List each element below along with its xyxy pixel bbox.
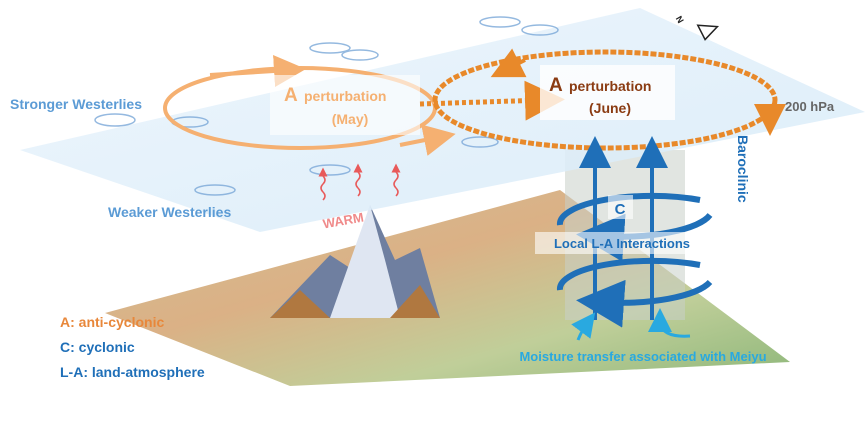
moisture-transfer-label: Moisture transfer associated with Meiyu bbox=[519, 349, 766, 364]
baroclinic-label: Baroclinic bbox=[735, 135, 751, 203]
weaker-westerlies-label: Weaker Westerlies bbox=[108, 204, 231, 220]
legend-cyclonic: C: cyclonic bbox=[60, 339, 135, 355]
may-month-label: (May) bbox=[332, 111, 369, 127]
june-month-label: (June) bbox=[589, 100, 631, 116]
mountain-icon bbox=[270, 205, 440, 318]
moisture-arrows bbox=[571, 308, 691, 341]
stronger-westerlies-label: Stronger Westerlies bbox=[10, 96, 142, 112]
legend-land-atmosphere: L-A: land-atmosphere bbox=[60, 364, 205, 380]
warm-label: WARM bbox=[322, 210, 365, 232]
warm-heating-arrows bbox=[318, 163, 401, 201]
june-perturbation-letter: A bbox=[549, 75, 563, 96]
june-perturbation-label: perturbation bbox=[569, 78, 651, 94]
upper-level-plane bbox=[20, 8, 865, 232]
north-arrow-icon: N bbox=[674, 14, 720, 41]
cyclone-letter: C bbox=[615, 201, 626, 218]
westerly-wind-icons bbox=[94, 16, 559, 196]
legend-anticyclonic: A: anti-cyclonic bbox=[60, 314, 164, 330]
svg-text:N: N bbox=[674, 14, 686, 25]
local-interactions-label: Local L-A Interactions bbox=[554, 236, 690, 251]
pressure-level-label: 200 hPa bbox=[785, 99, 835, 114]
may-perturbation-label: perturbation bbox=[304, 88, 386, 104]
may-perturbation-letter: A bbox=[284, 85, 298, 106]
